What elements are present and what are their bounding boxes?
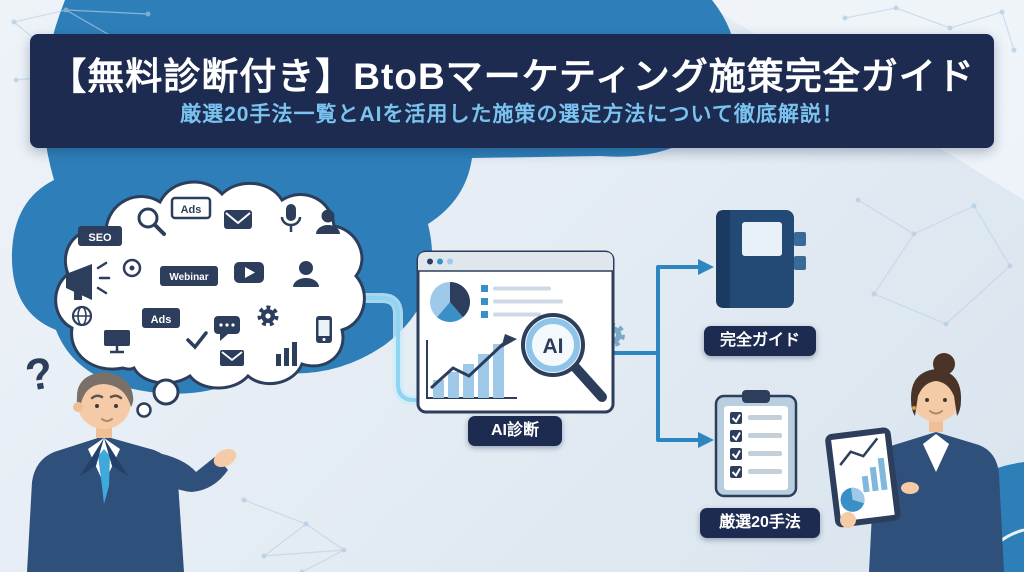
ads-badge-top: Ads [170, 196, 212, 220]
envelope-icon-1 [224, 210, 252, 229]
man-lapel-left [80, 438, 104, 476]
browser-frame [416, 250, 615, 414]
webinar-badge: Webinar [160, 266, 218, 286]
analysis-browser-window: AI [416, 250, 625, 414]
ai-diagnosis-label: AI診断 [468, 416, 562, 446]
cloud-tail-large [152, 378, 180, 406]
trend-chart [426, 334, 517, 399]
man-lapel-right [104, 438, 128, 476]
arrow-head-guide [698, 259, 714, 275]
guide-book-icon [716, 210, 806, 308]
ads-badge-top-label: Ads [181, 204, 202, 216]
glow-connector [335, 293, 433, 405]
mic-icon [280, 204, 302, 232]
page-subtitle: 厳選20手法一覧とAIを活用した施策の選定方法について徹底解説！ [180, 102, 844, 126]
woman-left-hand [840, 512, 856, 528]
monitor-icon [104, 330, 130, 354]
ai-lens-label: AI [543, 335, 564, 358]
man-suit-body [27, 436, 184, 572]
magnifier-icon [137, 207, 166, 236]
ads-badge-mid: Ads [142, 308, 180, 328]
seo-badge-label: SEO [88, 232, 112, 244]
title-banner: 【無料診断付き】BtoBマーケティング施策完全ガイド 厳選20手法一覧とAIを活… [30, 34, 994, 148]
ads-badge-mid-label: Ads [151, 314, 172, 326]
window-dot-3 [447, 258, 453, 265]
ai-magnifier: AI [521, 313, 607, 402]
seo-badge: SEO [78, 226, 122, 246]
gear-icon-cloud [257, 305, 279, 327]
report-list [481, 285, 563, 318]
chat-bubble-icon [214, 316, 240, 341]
woman-right-arm [912, 447, 993, 501]
window-dot-2 [437, 258, 443, 265]
tablet [825, 427, 901, 528]
cloud-tail-small [136, 402, 152, 418]
woman-earring [912, 406, 916, 410]
check-icon [186, 331, 208, 350]
play-video-icon [234, 262, 264, 283]
globe-icon [71, 305, 93, 327]
man-head [77, 375, 131, 429]
webinar-badge-label: Webinar [169, 272, 208, 283]
man-raised-arm [154, 452, 228, 492]
man-hair [76, 372, 134, 409]
target-icon [122, 258, 142, 278]
person-icon-top [316, 209, 340, 234]
megaphone-icon [66, 261, 111, 300]
methods-label: 厳選20手法 [700, 508, 820, 538]
man-tie [98, 449, 110, 504]
guide-label: 完全ガイド [704, 326, 816, 356]
woman-suit-body [869, 432, 1004, 572]
arrow-head-methods [698, 432, 714, 448]
window-dot-1 [427, 258, 433, 265]
thought-cloud: SEO Ads [54, 180, 366, 418]
woman-shirt [923, 434, 949, 472]
man-hand [213, 448, 237, 468]
bar-chart-icon [276, 342, 297, 366]
checklist-rows [730, 412, 782, 478]
tablet-line-chart [839, 437, 879, 466]
man-ear [73, 402, 83, 412]
pie-chart [430, 282, 471, 323]
checklist-icon [714, 390, 798, 498]
woman-right-hand [901, 482, 919, 494]
businessman-illustration [27, 372, 237, 572]
woman-figure [825, 353, 1004, 572]
person-icon-right [293, 261, 319, 287]
woman-hair [910, 369, 962, 416]
man-figure [27, 372, 237, 572]
envelope-icon-2 [220, 350, 244, 366]
browser-header [418, 252, 613, 271]
page-title: 【無料診断付き】BtoBマーケティング施策完全ガイド [49, 55, 975, 97]
phone-icon [316, 316, 332, 343]
businesswoman-illustration [825, 353, 1004, 572]
branch-arrows [610, 259, 714, 448]
